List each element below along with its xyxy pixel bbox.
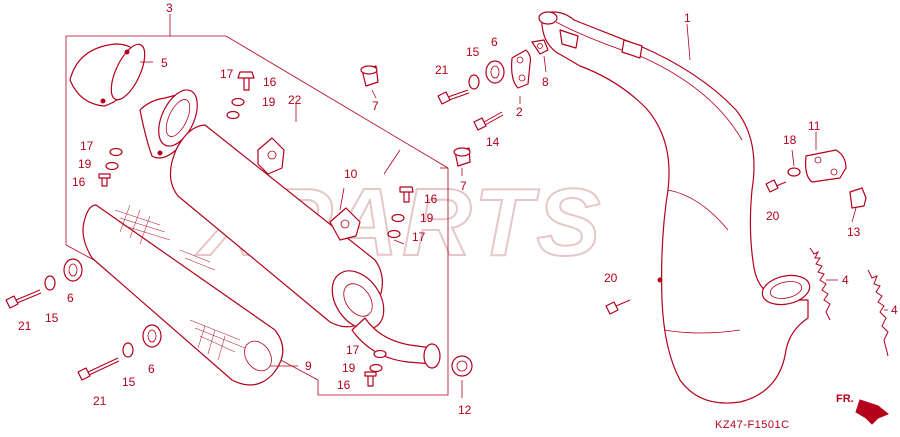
callout-19: 19 <box>262 95 276 109</box>
callout-17: 17 <box>220 67 234 81</box>
muffler-tail-core <box>139 89 198 159</box>
callout-4: 4 <box>842 273 849 287</box>
callout-20: 20 <box>766 209 780 223</box>
callout-4: 4 <box>891 303 898 317</box>
callout-1: 1 <box>684 11 691 25</box>
callout-15: 15 <box>466 45 480 59</box>
muffler-protector <box>82 204 284 386</box>
callout-20: 20 <box>604 271 618 285</box>
callout-21: 21 <box>435 63 449 77</box>
callout-22: 22 <box>288 93 302 107</box>
callout-17: 17 <box>80 139 94 153</box>
callout-6: 6 <box>67 291 74 305</box>
collars <box>360 65 471 167</box>
exhaust-header-pipe <box>538 11 811 404</box>
callout-18: 18 <box>783 133 797 147</box>
callout-12: 12 <box>458 403 472 417</box>
callout-16: 16 <box>72 175 86 189</box>
callout-10: 10 <box>344 167 358 181</box>
callout-21: 21 <box>18 319 32 333</box>
top-mount-hardware <box>437 39 549 131</box>
callout-15: 15 <box>122 375 136 389</box>
callout-14: 14 <box>486 135 500 149</box>
callout-16: 16 <box>263 75 277 89</box>
callout-5: 5 <box>161 56 168 70</box>
callout-3: 3 <box>166 1 173 15</box>
callout-6: 6 <box>148 362 155 376</box>
callout-6: 6 <box>491 35 498 49</box>
bushing <box>451 355 473 377</box>
muffler-end-cap <box>69 43 153 107</box>
front-direction-label: FR. <box>836 393 854 405</box>
callout-17: 17 <box>346 343 360 357</box>
callout-21: 21 <box>93 394 107 408</box>
callout-7: 7 <box>372 99 379 113</box>
callout-16: 16 <box>337 378 351 392</box>
callout-19: 19 <box>420 211 434 225</box>
callout-2: 2 <box>516 105 523 119</box>
group-fasteners <box>98 71 414 387</box>
springs <box>809 247 889 357</box>
callout-9: 9 <box>305 359 312 373</box>
right-bracket-hardware <box>605 149 867 315</box>
callout-8: 8 <box>542 75 549 89</box>
callout-numbers: 3 5 17 16 19 22 17 19 16 10 16 19 17 7 7… <box>18 1 898 417</box>
callout-16: 16 <box>424 192 438 206</box>
left-mount-hardware <box>5 258 162 381</box>
diagram-code: KZ47-F1501C <box>715 419 790 431</box>
callout-11: 11 <box>808 119 821 133</box>
leader-lines <box>270 23 888 398</box>
callout-17: 17 <box>412 230 426 244</box>
muffler-body <box>169 124 385 330</box>
callout-19: 19 <box>342 361 356 375</box>
callout-19: 19 <box>78 157 92 171</box>
callout-7: 7 <box>460 179 467 193</box>
front-direction-arrow: FR. <box>836 393 889 425</box>
callout-15: 15 <box>45 311 59 325</box>
callout-13: 13 <box>847 225 861 239</box>
muffler-inner-pipe <box>351 317 441 369</box>
